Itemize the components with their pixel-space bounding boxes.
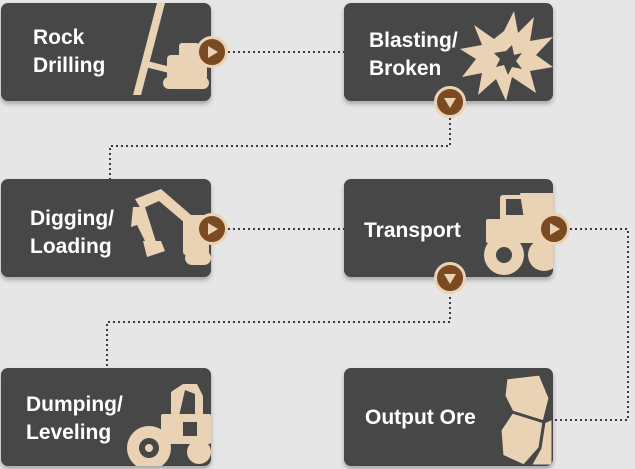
- play-right-icon: [208, 46, 218, 58]
- step-dumping-leveling: Dumping/ Leveling: [1, 368, 211, 466]
- flow-arrow-down: [434, 262, 466, 294]
- connector-transport-to-dumping: [106, 292, 451, 368]
- dump-truck-icon: [484, 193, 553, 275]
- connector-transport-to-output: [552, 228, 629, 421]
- step-label: Dumping/ Leveling: [26, 393, 123, 444]
- ore-rock-icon: [498, 372, 553, 466]
- flow-arrow-down: [434, 86, 466, 118]
- step-label: Rock Drilling: [33, 26, 106, 77]
- step-blasting-broken: Blasting/ Broken: [344, 3, 553, 101]
- play-down-icon: [444, 98, 456, 108]
- play-right-icon: [208, 223, 218, 235]
- step-label: Digging/ Loading: [30, 207, 114, 258]
- step-rock-drilling: Rock Drilling: [1, 3, 211, 101]
- step-label: Output Ore: [365, 406, 476, 429]
- step-output-ore: Output Ore: [344, 368, 553, 466]
- road-roller-icon: [127, 384, 211, 466]
- step-transport: Transport: [344, 179, 553, 277]
- step-digging-loading: Digging/ Loading: [1, 179, 211, 277]
- play-down-icon: [444, 274, 456, 284]
- flow-arrow-right: [538, 213, 570, 245]
- step-label: Transport: [364, 219, 461, 242]
- play-right-icon: [550, 223, 560, 235]
- flow-arrow-right: [196, 36, 228, 68]
- explosion-icon: [460, 11, 553, 101]
- drill-rig-icon: [133, 3, 209, 95]
- connector-blasting-to-digging: [109, 118, 451, 179]
- flow-arrow-right: [196, 213, 228, 245]
- step-label: Blasting/ Broken: [369, 29, 458, 80]
